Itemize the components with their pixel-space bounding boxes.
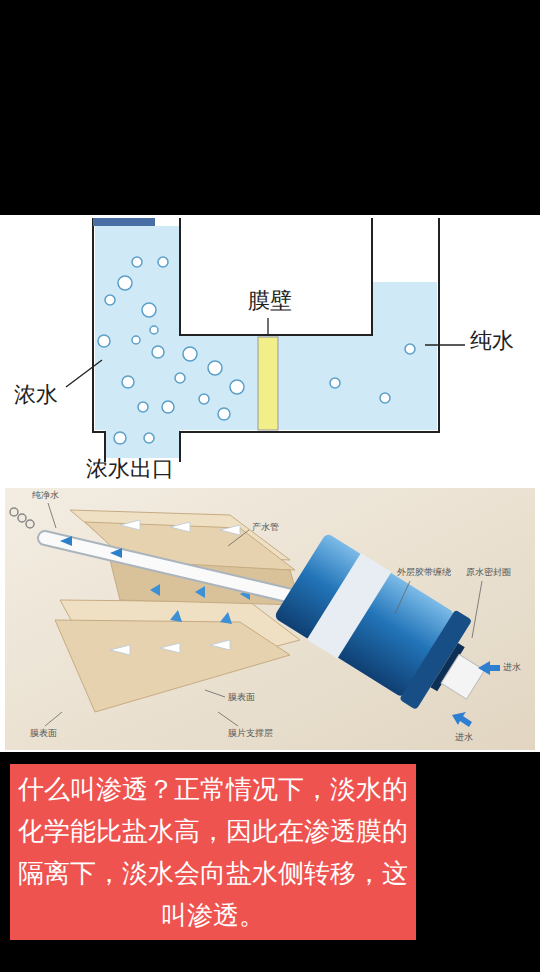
leader-line xyxy=(218,712,238,726)
chain xyxy=(10,508,18,516)
salt-bubble xyxy=(330,378,340,388)
leader-line xyxy=(45,712,62,726)
leader-line xyxy=(48,503,56,528)
inflow-arrow xyxy=(478,661,500,675)
piston xyxy=(93,218,155,226)
diagram-label: 纯水 xyxy=(470,328,514,353)
flow-arrow xyxy=(210,640,230,650)
salt-bubble xyxy=(158,257,168,267)
salt-bubble xyxy=(183,347,197,361)
salt-bubble xyxy=(218,408,230,420)
salt-bubble xyxy=(132,257,142,267)
product-pipe xyxy=(45,538,300,598)
membrane-sheet xyxy=(55,620,290,712)
leader-line xyxy=(425,344,465,345)
flow-arrow xyxy=(110,548,122,558)
diagram-label: 膜壁 xyxy=(248,288,292,313)
part-label: 膜表面 xyxy=(30,728,57,738)
inlet-pipe xyxy=(441,654,484,699)
salt-bubble xyxy=(152,346,164,358)
salt-bubble xyxy=(142,303,156,317)
part-label: 膜表面 xyxy=(228,692,255,702)
part-label: 进水 xyxy=(455,732,473,742)
salt-bubble xyxy=(118,276,132,290)
chain xyxy=(18,514,26,522)
flow-arrow xyxy=(220,525,240,535)
flow-arrow xyxy=(170,522,190,532)
salt-bubble xyxy=(138,402,148,412)
leader-line xyxy=(395,581,410,614)
part-label: 外层胶带缠绕 xyxy=(397,567,451,577)
leader-line xyxy=(267,318,268,336)
part-label: 进水 xyxy=(503,662,521,672)
flow-arrow xyxy=(195,586,205,598)
part-label: 膜片支撑层 xyxy=(228,728,273,738)
chain xyxy=(26,520,34,528)
salt-bubble xyxy=(132,336,140,344)
inflow-arrow xyxy=(452,712,472,727)
salt-bubble xyxy=(380,393,390,403)
salt-bubble xyxy=(162,401,174,413)
part-label: 原水密封圈 xyxy=(466,567,511,577)
white-panel xyxy=(0,215,540,752)
salt-bubble xyxy=(175,373,185,383)
salt-bubble xyxy=(122,376,134,388)
flow-arrow xyxy=(120,520,140,530)
flow-arrow xyxy=(110,645,130,655)
salt-bubble xyxy=(144,433,154,443)
salt-bubble xyxy=(405,344,415,354)
salt-bubble xyxy=(105,295,115,305)
salt-bubble xyxy=(199,394,209,404)
salt-bubble xyxy=(98,335,110,347)
diagram-label: 浓水 xyxy=(14,382,58,407)
part-label: 产水管 xyxy=(252,522,279,532)
salt-bubble xyxy=(150,326,158,334)
flow-arrow xyxy=(170,610,182,622)
part-label: 纯净水 xyxy=(32,490,59,500)
tape-band xyxy=(307,553,392,659)
flow-arrow xyxy=(150,584,160,596)
diagram-label: 浓水出口 xyxy=(86,456,174,481)
flow-arrow xyxy=(60,536,72,546)
leader-line xyxy=(205,690,225,697)
flow-arrow xyxy=(160,643,180,653)
salt-bubble xyxy=(114,432,126,444)
caption-box: 什么叫渗透？正常情况下，淡水的化学能比盐水高，因此在渗透膜的隔离下，淡水会向盐水… xyxy=(10,764,416,940)
leader-line xyxy=(66,360,102,387)
salt-bubble xyxy=(230,380,244,394)
vessel-wall xyxy=(93,218,439,462)
flow-arrow xyxy=(220,612,232,624)
leader-line xyxy=(228,530,249,546)
product-pipe xyxy=(45,538,300,598)
water xyxy=(95,226,437,458)
salt-bubble xyxy=(208,361,222,375)
photo-ground xyxy=(5,488,535,750)
leader-line xyxy=(472,581,482,638)
membrane xyxy=(258,337,278,430)
